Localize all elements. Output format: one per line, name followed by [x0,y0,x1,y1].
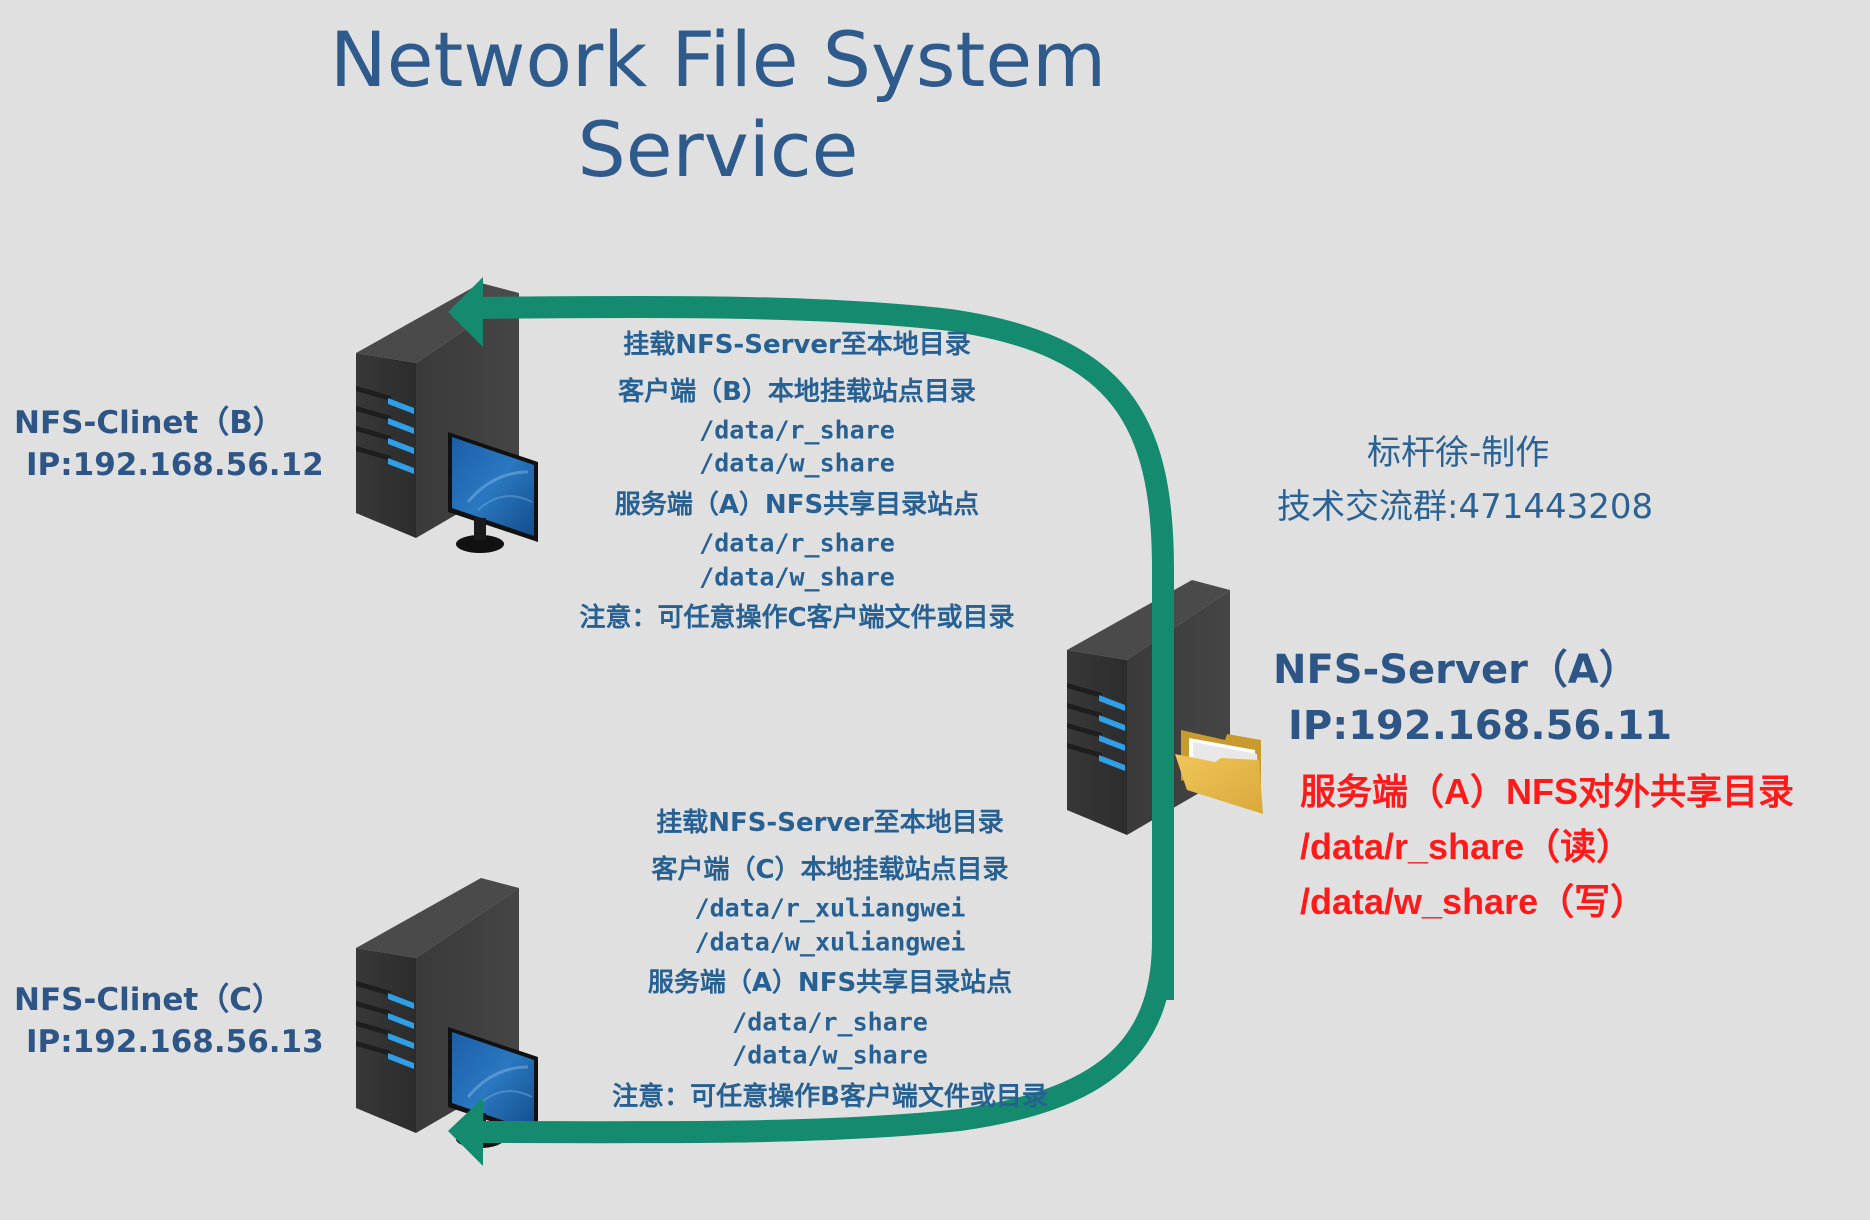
annotation-c-line: 挂载NFS-Server至本地目录 [656,808,1004,838]
annotation-b-line: /data/w_share [699,562,895,592]
annotation-c-line: /data/r_xuliangwei [694,893,966,923]
client-c-ip: IP:192.168.56.13 [26,1024,324,1060]
arrow-to-client-b [477,295,1174,1000]
client-b-ip: IP:192.168.56.12 [26,447,324,483]
server-a-icon [1067,580,1230,835]
shared-folder-icon [1175,730,1263,814]
server-a-share-heading: 服务端（A）NFS对外共享目录 [1300,771,1794,812]
watermark-author: 标杆徐-制作 [1367,433,1550,473]
annotation-b-line: 客户端（B）本地挂载站点目录 [618,377,976,407]
arrowhead-client-c-icon [448,1098,483,1166]
annotation-c-line: 服务端（A）NFS共享目录站点 [647,968,1013,998]
annotation-c-line: /data/r_share [732,1007,928,1037]
annotation-b-line: 注意：可任意操作C客户端文件或目录 [579,603,1015,633]
client-b-name: NFS-Clinet（B） [14,405,284,441]
annotation-b-line: 服务端（A）NFS共享目录站点 [614,490,980,520]
annotation-c-line: /data/w_share [732,1040,928,1070]
annotation-b-line: /data/r_share [699,528,895,558]
server-a-name: NFS-Server（A） [1273,647,1639,693]
watermark-group: 技术交流群:471443208 [1277,487,1654,527]
diagram-title-line1: Network File System [329,15,1107,104]
server-a-share-write: /data/w_share（写） [1300,881,1647,922]
annotation-b-line: /data/r_share [699,415,895,445]
annotation-c-line: 客户端（C）本地挂载站点目录 [651,855,1009,885]
annotation-c-line: 注意：可任意操作B客户端文件或目录 [612,1082,1048,1112]
client-c-name: NFS-Clinet（C） [14,982,283,1018]
client-b-monitor-icon [446,430,540,555]
arrow-to-client-c [477,700,1174,1144]
annotation-b-line: 挂载NFS-Server至本地目录 [623,330,971,360]
annotation-b-line: /data/w_share [699,448,895,478]
server-a-share-read: /data/r_share（读） [1300,826,1633,867]
server-a-ip: IP:192.168.56.11 [1288,703,1673,749]
annotation-c-line: /data/w_xuliangwei [694,927,966,957]
arrowhead-client-b-icon [448,277,483,347]
diagram-title-line2: Service [577,105,859,194]
